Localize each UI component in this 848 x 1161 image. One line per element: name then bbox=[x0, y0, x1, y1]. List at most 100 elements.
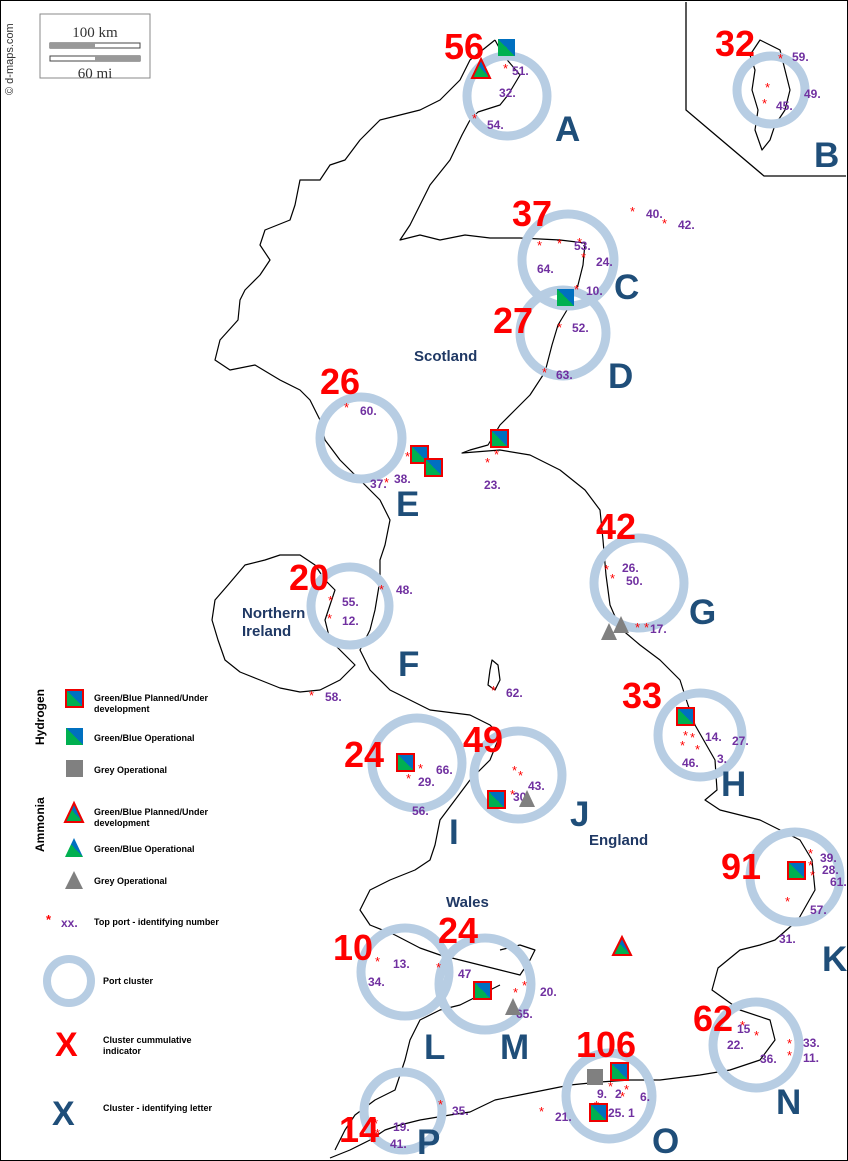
nh3-grey-marker bbox=[519, 790, 535, 807]
svg-text:*: * bbox=[436, 960, 441, 975]
svg-text:*: * bbox=[810, 868, 815, 883]
h2-planned-marker bbox=[676, 707, 695, 726]
port-62: 62. bbox=[506, 686, 523, 700]
port-43: 43. bbox=[528, 779, 545, 793]
port-21: 21. bbox=[555, 1110, 572, 1124]
port-12: 12. bbox=[342, 614, 359, 628]
legend-nh3-planned-icon bbox=[63, 800, 85, 823]
svg-text:*: * bbox=[512, 763, 517, 778]
legend-h2-grey-icon bbox=[66, 760, 83, 777]
svg-text:*: * bbox=[695, 742, 700, 757]
legend-cluster-ring-icon bbox=[43, 955, 95, 1007]
port-45: 45. bbox=[776, 99, 793, 113]
cluster-letter-h: H bbox=[721, 765, 746, 804]
cluster-ring-h bbox=[653, 688, 747, 782]
port-46: 46. bbox=[682, 756, 699, 770]
legend-h2-planned-text-1: Green/Blue Planned/Under bbox=[94, 693, 209, 703]
cluster-letter-g: G bbox=[689, 593, 716, 632]
place-label-england: England bbox=[589, 832, 648, 849]
svg-text:*: * bbox=[472, 111, 477, 126]
cluster-ring-i bbox=[367, 713, 467, 813]
legend-h2-grey-text: Grey Operational bbox=[94, 765, 167, 775]
nh3-planned-marker bbox=[611, 934, 633, 956]
h2-planned-marker bbox=[410, 445, 429, 464]
port-35: 35. bbox=[452, 1104, 469, 1118]
legend-cumulative-text-1: Cluster cummulative bbox=[103, 1035, 192, 1045]
svg-text:*: * bbox=[690, 730, 695, 745]
place-label-scotland: Scotland bbox=[414, 348, 477, 365]
cluster-letter-f: F bbox=[398, 645, 419, 684]
legend-cumulative-symbol: X bbox=[55, 1026, 78, 1064]
port-32: 32. bbox=[499, 86, 516, 100]
cluster-ring-o bbox=[561, 1048, 657, 1144]
port-64: 64. bbox=[537, 262, 554, 276]
svg-text:*: * bbox=[557, 320, 562, 335]
nh3-planned-marker bbox=[470, 56, 492, 79]
svg-text:*: * bbox=[438, 1097, 443, 1112]
svg-text:*: * bbox=[787, 1036, 792, 1051]
cluster-letter-d: D bbox=[608, 357, 633, 396]
port-24a: 24. bbox=[596, 255, 613, 269]
place-labels: Scotland Northern Ireland England Wales bbox=[242, 348, 648, 911]
port-13: 13. bbox=[393, 957, 410, 971]
port-56: 56. bbox=[412, 804, 429, 818]
port-2: 2 bbox=[615, 1087, 622, 1101]
svg-text:*: * bbox=[608, 1079, 613, 1094]
nh3-grey-marker bbox=[613, 616, 629, 633]
port-49: 49. bbox=[804, 87, 821, 101]
legend-nh3-operational-icon bbox=[65, 838, 83, 857]
svg-text:*: * bbox=[680, 738, 685, 753]
svg-text:*: * bbox=[375, 954, 380, 969]
svg-text:*: * bbox=[662, 216, 667, 231]
svg-text:*: * bbox=[754, 1028, 759, 1043]
port-61: 61. bbox=[830, 875, 847, 889]
cluster-letters: A B C D E F G H I J K L M N O P bbox=[396, 110, 847, 1161]
svg-text:*: * bbox=[513, 985, 518, 1000]
port-60: 60. bbox=[360, 404, 377, 418]
svg-text:*: * bbox=[373, 1116, 378, 1131]
svg-text:*: * bbox=[785, 894, 790, 909]
cluster-letter-p: P bbox=[417, 1123, 440, 1161]
port-50: 50. bbox=[626, 574, 643, 588]
port-29: 29. bbox=[418, 775, 435, 789]
cluster-total-g: 42 bbox=[596, 506, 636, 547]
cluster-total-n: 62 bbox=[693, 998, 733, 1039]
port-9: 9. bbox=[597, 1087, 607, 1101]
legend-port-example: xx. bbox=[61, 916, 78, 930]
coast-isle-of-man bbox=[487, 659, 501, 691]
svg-text:*: * bbox=[494, 447, 499, 462]
legend-nh3-planned-text-1: Green/Blue Planned/Under bbox=[94, 807, 209, 817]
h2-planned-marker bbox=[490, 429, 509, 448]
port-31: 31. bbox=[779, 932, 796, 946]
cluster-total-c: 37 bbox=[512, 193, 552, 234]
port-48: 48. bbox=[396, 583, 413, 597]
port-10: 10. bbox=[586, 284, 603, 298]
coast-northern-ireland bbox=[211, 554, 356, 693]
legend-h2-planned-icon bbox=[65, 689, 84, 708]
port-20: 20. bbox=[540, 985, 557, 999]
legend-port-asterisk: * bbox=[46, 912, 52, 927]
legend-h2-operational-icon bbox=[66, 728, 83, 745]
credit-text: © d-maps.com bbox=[4, 23, 16, 95]
cluster-ring-k bbox=[745, 827, 845, 927]
cluster-letter-n: N bbox=[776, 1083, 801, 1122]
coast-wales-south bbox=[334, 984, 501, 1151]
port-3: 3. bbox=[717, 752, 727, 766]
h2-planned-marker bbox=[424, 458, 443, 477]
svg-text:*: * bbox=[557, 236, 562, 251]
nh3-grey-marker bbox=[505, 998, 521, 1015]
h2-planned-marker bbox=[396, 753, 415, 772]
legend-port-text: Top port - identifying number bbox=[94, 917, 219, 927]
h2-planned-marker bbox=[473, 981, 492, 1000]
cluster-ring-l bbox=[356, 923, 454, 1021]
svg-text:*: * bbox=[542, 365, 547, 380]
cluster-letter-o: O bbox=[652, 1122, 679, 1161]
svg-text:*: * bbox=[384, 475, 389, 490]
svg-text:*: * bbox=[683, 728, 688, 743]
svg-text:*: * bbox=[405, 449, 410, 464]
cluster-total-a: 56 bbox=[444, 26, 484, 67]
cluster-ring-p bbox=[359, 1067, 447, 1155]
facility-markers bbox=[396, 39, 806, 1122]
svg-text:*: * bbox=[787, 1048, 792, 1063]
